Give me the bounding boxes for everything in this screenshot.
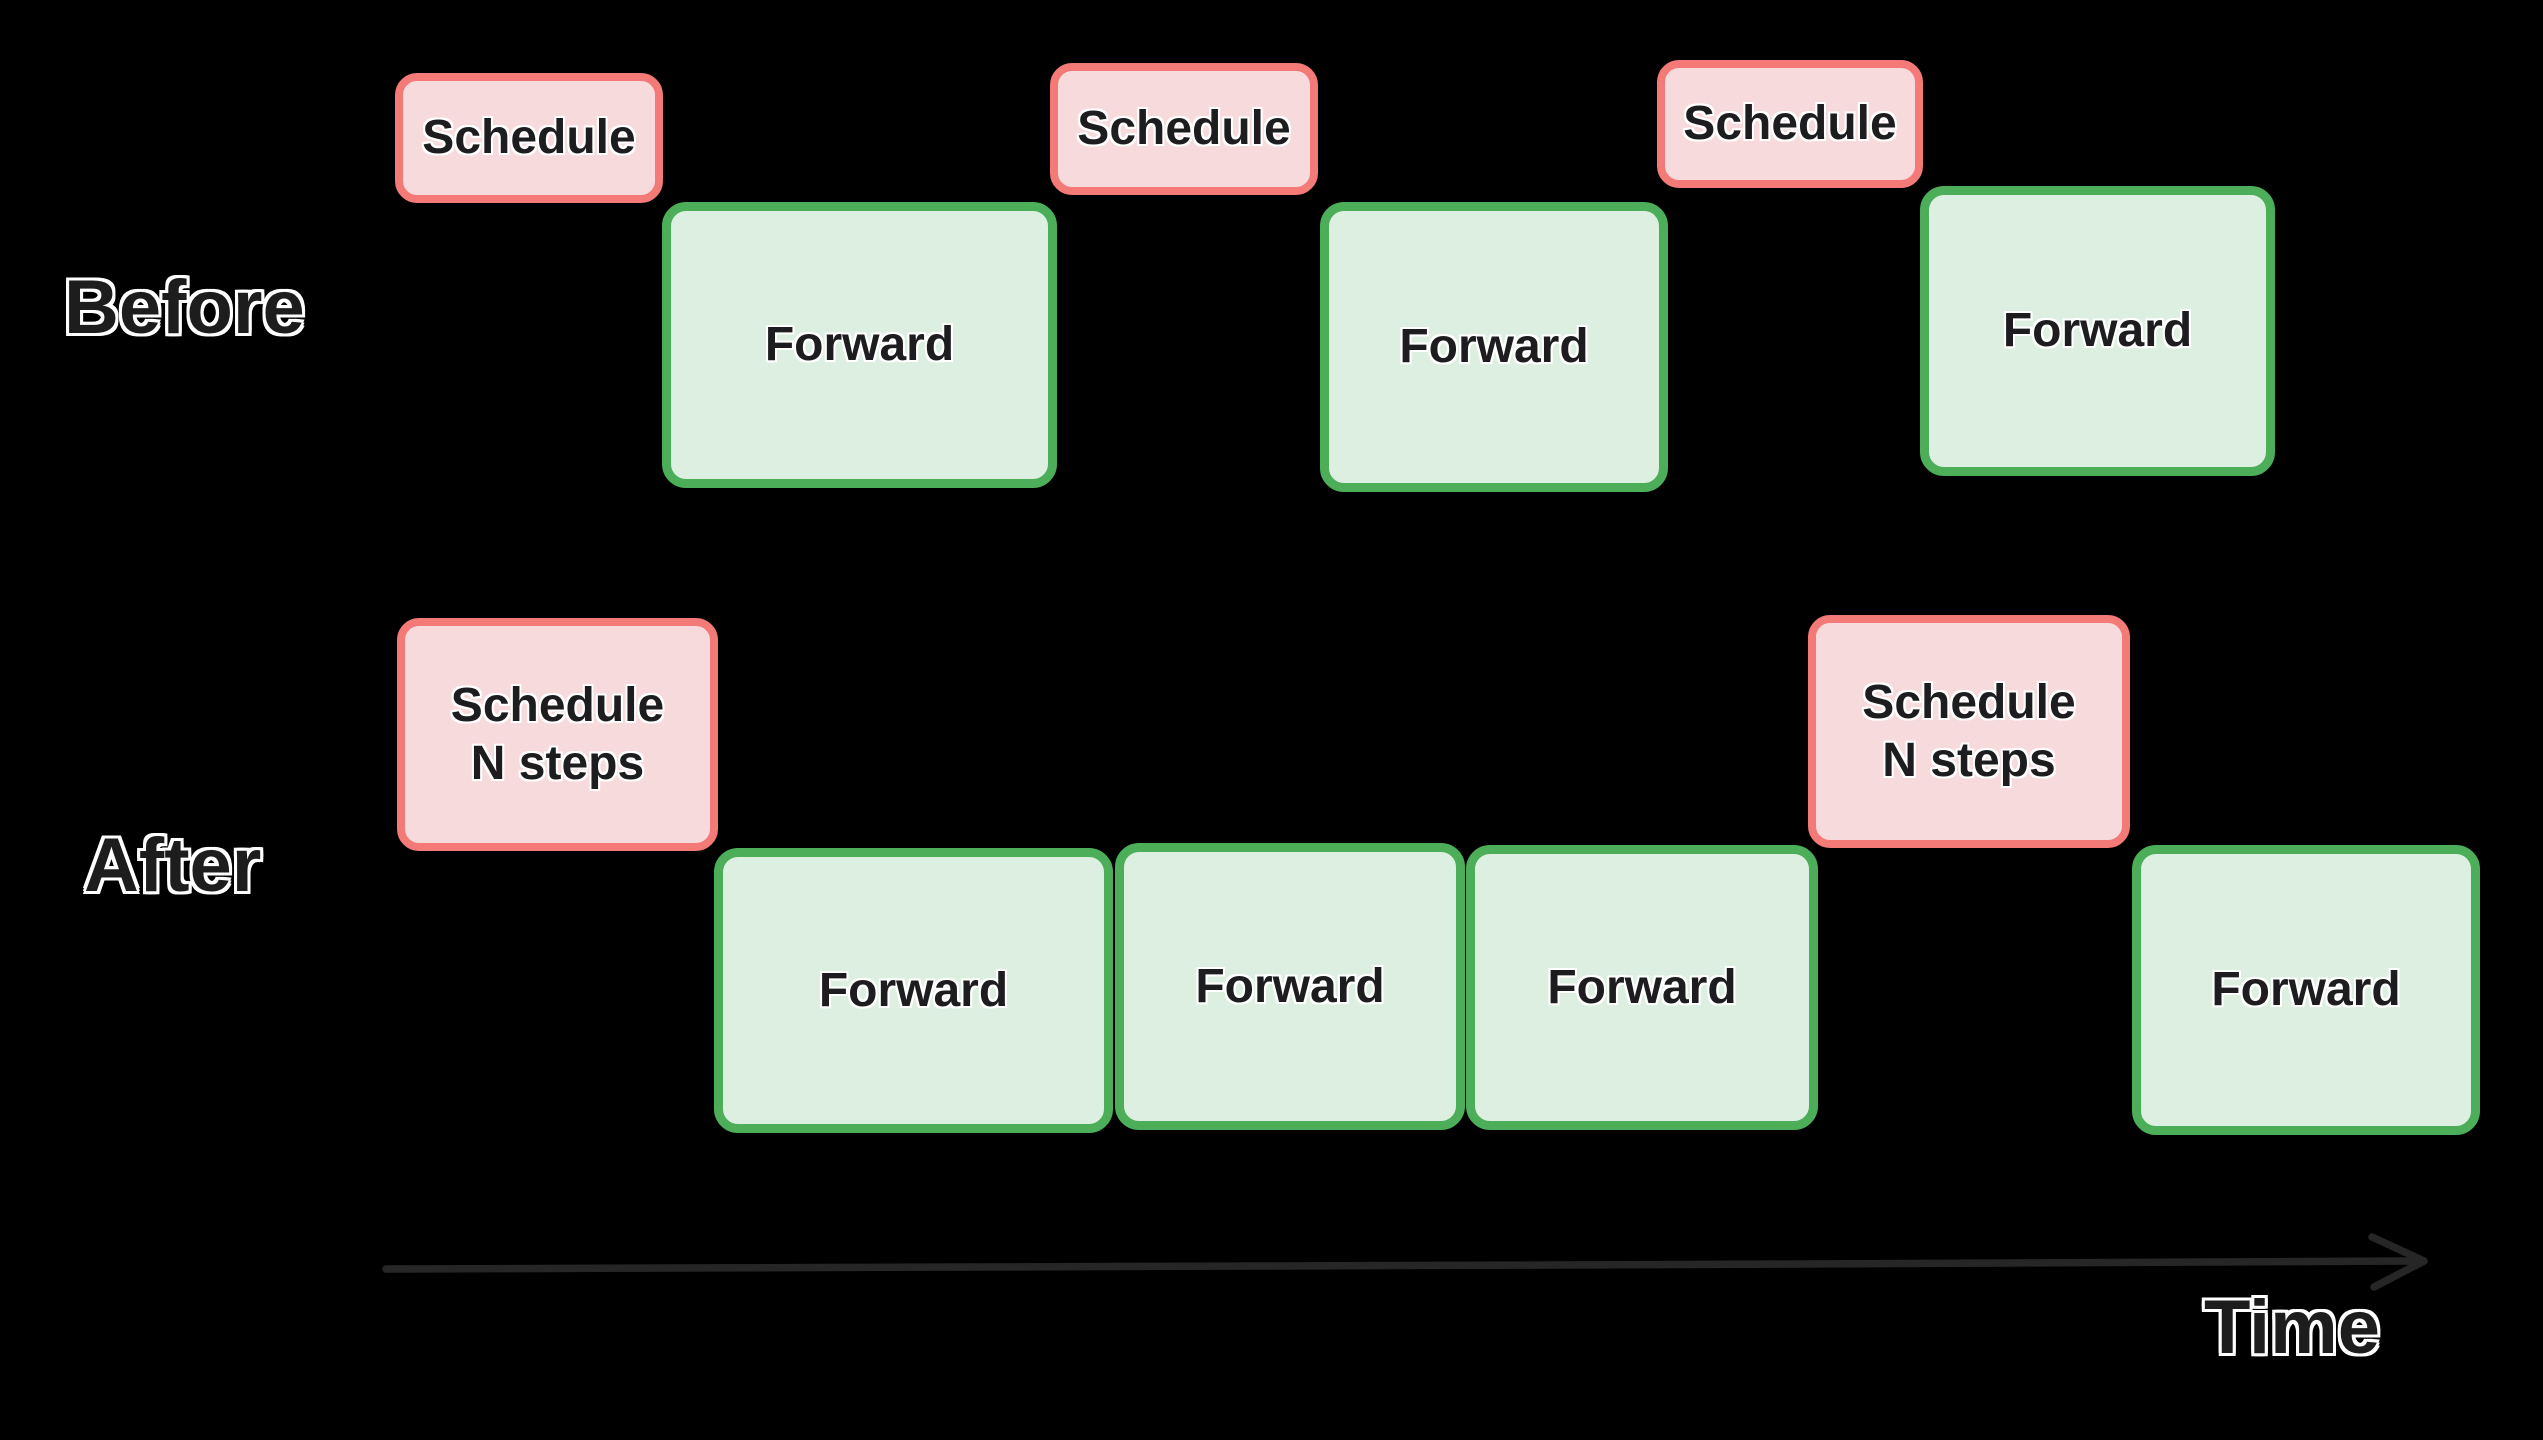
before-forward-box-2-label: Forward [1399, 320, 1589, 374]
before-forward-box-1-label: Forward [764, 318, 955, 372]
after-schedule-box-1-label: Schedule [450, 678, 665, 732]
before-forward-box-3-label: Forward [2002, 304, 2193, 358]
after-schedule-box-1-sublabel: N steps [470, 736, 645, 790]
before-forward-box-3: Forward [1920, 186, 2275, 476]
after-schedule-box-2-sublabel: N steps [1882, 733, 2056, 787]
before-schedule-box-2-label: Schedule [1077, 102, 1291, 156]
before-row-label: Before [64, 265, 305, 350]
after-forward-box-2: Forward [1115, 843, 1465, 1130]
after-forward-box-4-label: Forward [2211, 963, 2401, 1017]
after-schedule-box-2: Schedule N steps [1808, 615, 2130, 848]
after-forward-box-3-label: Forward [1547, 960, 1737, 1014]
after-forward-box-1-label: Forward [818, 963, 1009, 1017]
after-schedule-box-1: Schedule N steps [397, 618, 718, 851]
before-forward-box-2: Forward [1320, 202, 1668, 492]
before-schedule-box-2: Schedule [1050, 63, 1318, 195]
after-forward-box-3: Forward [1466, 845, 1818, 1130]
before-schedule-box-3-label: Schedule [1683, 97, 1897, 151]
after-forward-box-1: Forward [714, 848, 1113, 1133]
after-schedule-box-2-label: Schedule [1862, 675, 2076, 729]
before-forward-box-1: Forward [662, 202, 1057, 488]
before-schedule-box-1: Schedule [395, 73, 663, 203]
before-schedule-box-3: Schedule [1657, 60, 1923, 188]
before-schedule-box-1-label: Schedule [422, 111, 636, 165]
after-row-label: After [84, 823, 262, 908]
after-forward-box-2-label: Forward [1195, 959, 1385, 1013]
time-axis-label: Time [2204, 1285, 2381, 1370]
after-forward-box-4: Forward [2132, 845, 2480, 1135]
